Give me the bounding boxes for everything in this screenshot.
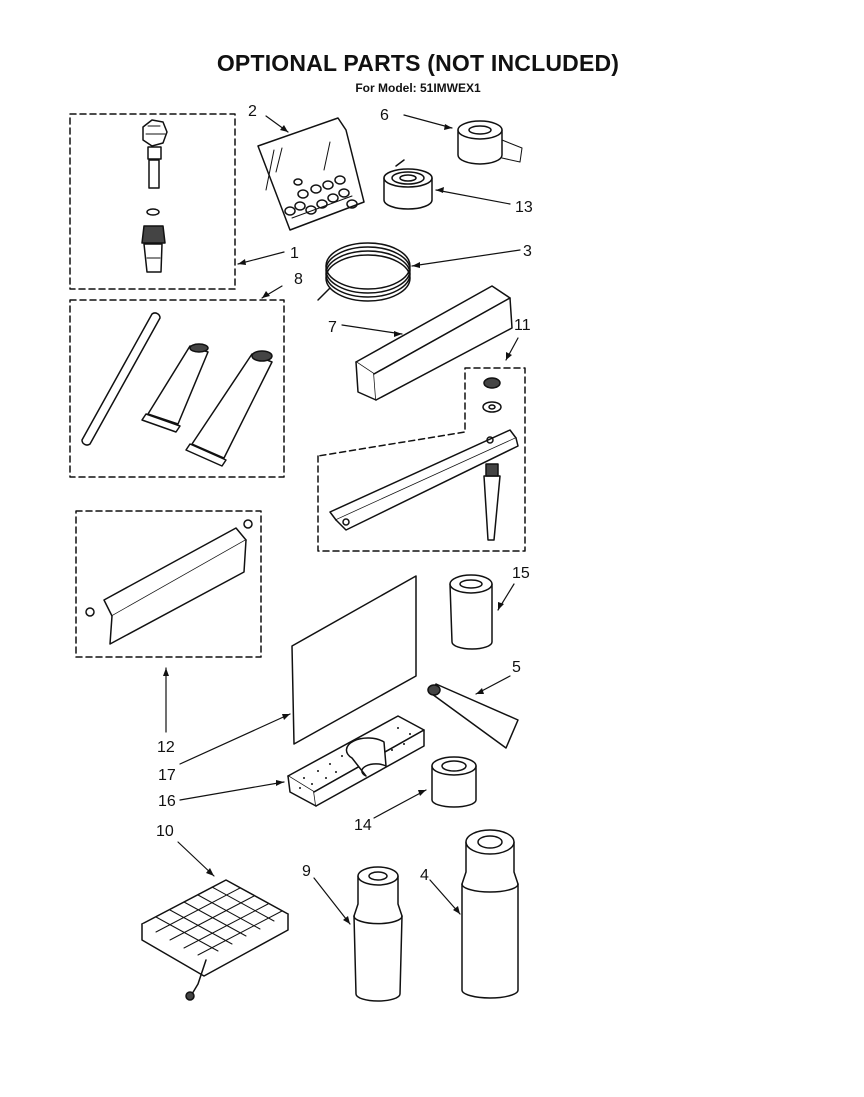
arrow-heads bbox=[163, 124, 512, 924]
group-box-part-8 bbox=[69, 299, 285, 478]
part-13-foam-seal-roll bbox=[383, 159, 433, 210]
group-box-part-11 bbox=[317, 367, 526, 552]
part-6-tape-roll bbox=[457, 120, 523, 165]
part-14-small-canister bbox=[431, 756, 477, 808]
callout-7: 7 bbox=[328, 319, 337, 336]
callout-3: 3 bbox=[523, 243, 532, 260]
model-subtitle: For Model: 51IMWEX1 bbox=[355, 81, 481, 95]
part-17-panel-sheet bbox=[291, 575, 417, 745]
part-5-compound-tube bbox=[427, 683, 519, 749]
part-11-mounting-bracket bbox=[329, 377, 519, 541]
callout-12: 12 bbox=[157, 739, 175, 756]
callout-11: 11 bbox=[514, 317, 531, 334]
callout-2: 2 bbox=[248, 103, 257, 120]
callout-10: 10 bbox=[156, 823, 174, 840]
part-1-fitting-assembly bbox=[141, 119, 168, 273]
callout-17: 17 bbox=[158, 767, 176, 784]
part-2-screw-bag bbox=[257, 117, 365, 231]
callout-1: 1 bbox=[290, 245, 299, 262]
group-box-part-1 bbox=[69, 113, 236, 290]
callout-5: 5 bbox=[512, 659, 521, 676]
group-box-part-12 bbox=[75, 510, 262, 658]
callout-14: 14 bbox=[354, 817, 372, 834]
part-7-insulation-strip bbox=[355, 285, 513, 401]
part-3-coiled-tubing bbox=[317, 242, 411, 302]
callout-numbers: 2 6 13 3 1 8 7 11 15 5 12 17 16 14 10 9 … bbox=[156, 103, 533, 884]
part-12-side-strip bbox=[85, 519, 253, 645]
part-16-foam-block bbox=[287, 715, 425, 807]
part-4-large-spray-can bbox=[461, 829, 519, 999]
part-9-spray-can bbox=[353, 866, 403, 1002]
leader-lines bbox=[165, 114, 521, 925]
part-10-rack bbox=[141, 879, 289, 1001]
callout-4: 4 bbox=[420, 867, 429, 884]
callout-16: 16 bbox=[158, 793, 176, 810]
callout-15: 15 bbox=[512, 565, 530, 582]
part-15-canister bbox=[449, 574, 493, 650]
part-8-sealant-kit bbox=[81, 312, 273, 467]
callout-13: 13 bbox=[515, 199, 533, 216]
callout-8: 8 bbox=[294, 271, 303, 288]
callout-9: 9 bbox=[302, 863, 311, 880]
diagram-title: OPTIONAL PARTS (NOT INCLUDED) bbox=[216, 50, 620, 76]
callout-6: 6 bbox=[380, 107, 389, 124]
